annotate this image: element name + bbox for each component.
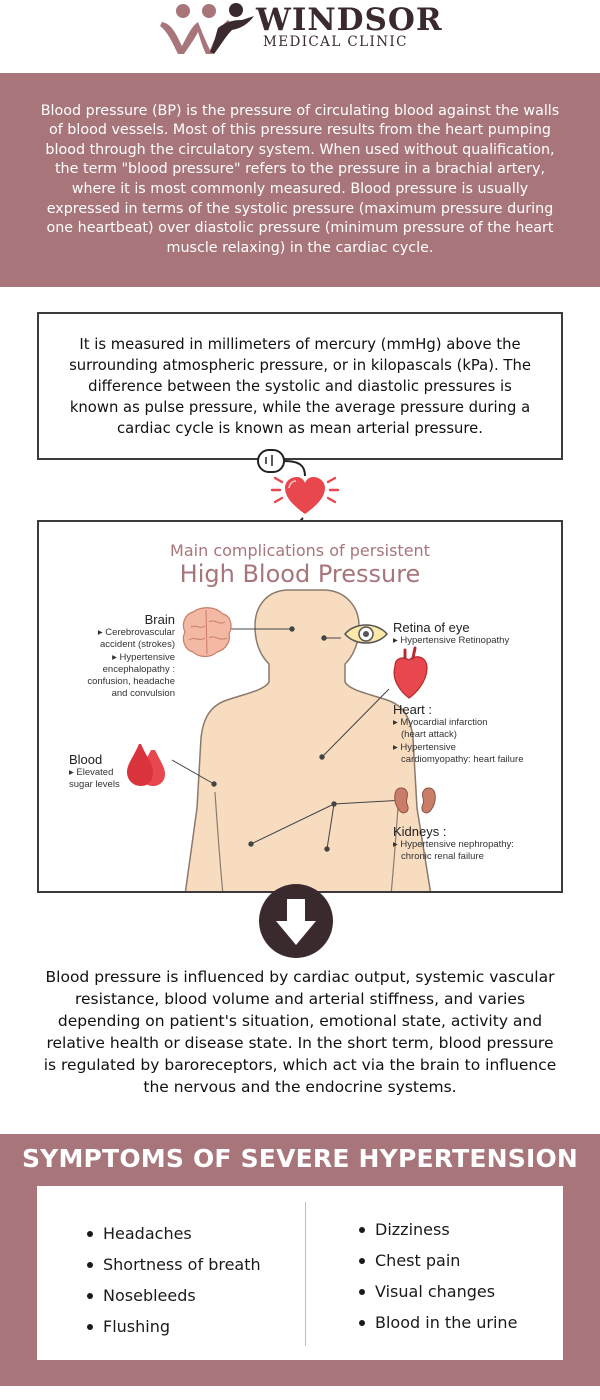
bullet-icon — [359, 1226, 365, 1233]
brain-label: Brain ▸ Cerebrovascular accident (stroke… — [49, 612, 175, 701]
logo-name: WINDSOR — [256, 2, 443, 38]
kidneys-detail-2: chronic renal failure — [401, 851, 484, 863]
retina-detail-1: ▸ Hypertensive Retinopathy — [393, 635, 510, 646]
symptom-label: Chest pain — [375, 1251, 461, 1270]
symptom-label: Visual changes — [375, 1282, 496, 1301]
logo-subtitle: MEDICAL CLINIC — [263, 34, 408, 50]
heart-organ-icon — [393, 646, 428, 699]
complications-subtitle: Main complications of persistent — [170, 541, 430, 560]
brain-detail-5: confusion, headache — [87, 676, 175, 688]
symptoms-list-left: Headaches Shortness of breath Nosebleeds… — [87, 1218, 261, 1342]
heart-label: Heart : ▸ Myocardial infarction (heart a… — [393, 702, 561, 766]
complications-title: High Blood Pressure — [179, 560, 421, 588]
symptoms-box: Headaches Shortness of breath Nosebleeds… — [37, 1186, 563, 1360]
symptom-label: Flushing — [103, 1317, 171, 1336]
blood-detail-2: sugar levels — [69, 779, 120, 791]
retina-heading: Retina of eye — [393, 620, 470, 635]
measurement-text: It is measured in millimeters of mercury… — [69, 335, 531, 437]
intro-section: Blood pressure (BP) is the pressure of c… — [0, 73, 600, 287]
heart-heading: Heart : — [393, 702, 433, 717]
symptoms-list-right: Dizziness Chest pain Visual changes Bloo… — [359, 1214, 517, 1338]
kidneys-detail-1: ▸ Hypertensive nephropathy: — [393, 839, 514, 850]
blood-drops-icon — [127, 744, 165, 786]
symptom-label: Blood in the urine — [375, 1313, 518, 1332]
eye-icon — [344, 624, 388, 644]
symptoms-divider — [305, 1202, 306, 1346]
symptoms-title: SYMPTOMS OF SEVERE HYPERTENSION — [21, 1144, 579, 1173]
bullet-icon — [87, 1230, 93, 1237]
bullet-icon — [359, 1257, 365, 1264]
kidneys-heading: Kidneys : — [393, 824, 447, 839]
symptom-item: Blood in the urine — [359, 1307, 517, 1338]
measurement-box: It is measured in millimeters of mercury… — [37, 312, 563, 460]
blood-heading: Blood — [69, 752, 103, 767]
symptom-label: Shortness of breath — [103, 1255, 261, 1274]
brain-detail-1: ▸ Cerebrovascular — [97, 627, 175, 638]
symptom-label: Headaches — [103, 1224, 192, 1243]
symptom-item: Headaches — [87, 1218, 261, 1249]
symptom-item: Nosebleeds — [87, 1280, 261, 1311]
body-illustration — [127, 589, 436, 891]
brain-detail-3: ▸ Hypertensive — [112, 651, 175, 663]
heart-detail-2: (heart attack) — [401, 729, 457, 741]
symptom-item: Visual changes — [359, 1276, 517, 1307]
complications-panel: Main complications of persistent High Bl… — [37, 520, 563, 893]
header: WINDSOR MEDICAL CLINIC — [0, 0, 600, 72]
kidneys-icon — [394, 787, 436, 814]
bullet-icon — [359, 1288, 365, 1295]
symptoms-section: SYMPTOMS OF SEVERE HYPERTENSION Headache… — [0, 1134, 600, 1386]
symptom-label: Nosebleeds — [103, 1286, 196, 1305]
bullet-icon — [87, 1261, 93, 1268]
blood-label: Blood ▸ Elevated sugar levels — [69, 752, 149, 792]
heart-monitor-icon — [257, 449, 345, 535]
brain-detail-6: and convulsion — [111, 688, 175, 700]
brain-icon — [182, 607, 232, 658]
influence-text: Blood pressure is influenced by cardiac … — [43, 968, 557, 1096]
bullet-icon — [87, 1323, 93, 1330]
kidneys-label: Kidneys : ▸ Hypertensive nephropathy: ch… — [393, 824, 561, 864]
brain-detail-2: accident (strokes) — [100, 639, 175, 651]
brain-detail-4: encephalopathy : — [102, 663, 175, 675]
symptom-item: Chest pain — [359, 1245, 517, 1276]
symptom-item: Shortness of breath — [87, 1249, 261, 1280]
symptom-label: Dizziness — [375, 1220, 450, 1239]
heart-detail-3: ▸ Hypertensive — [393, 741, 456, 753]
blood-detail-1: ▸ Elevated — [69, 767, 114, 778]
heart-detail-1: ▸ Myocardial infarction — [393, 717, 488, 728]
brain-heading: Brain — [144, 612, 175, 627]
down-arrow-icon — [259, 884, 333, 958]
logo-mark-icon — [160, 3, 254, 54]
symptom-item: Dizziness — [359, 1214, 517, 1245]
intro-text: Blood pressure (BP) is the pressure of c… — [40, 102, 560, 256]
retina-label: Retina of eye ▸ Hypertensive Retinopathy — [393, 620, 557, 647]
symptom-item: Flushing — [87, 1311, 261, 1342]
heart-detail-4: cardiomyopathy: heart failure — [401, 753, 524, 765]
bullet-icon — [87, 1292, 93, 1299]
bullet-icon — [359, 1319, 365, 1326]
